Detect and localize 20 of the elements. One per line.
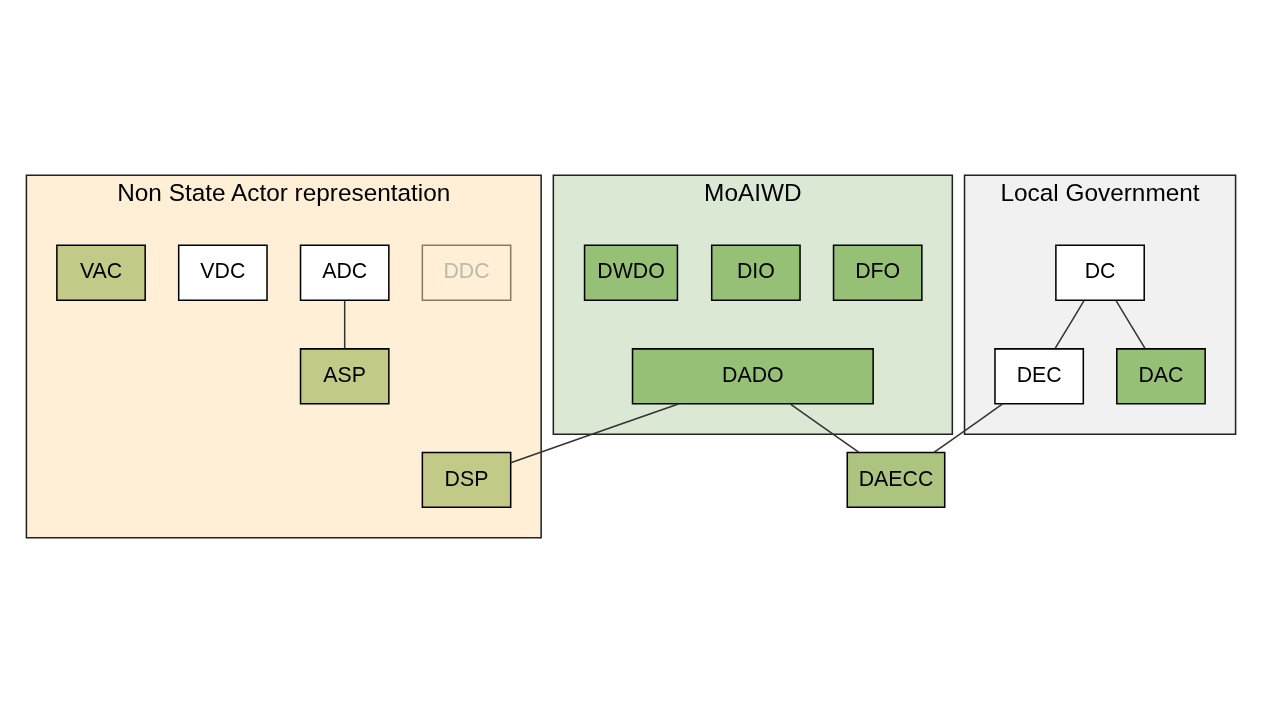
connector — [933, 403, 1004, 453]
node-box: DAC — [1116, 348, 1206, 405]
node-box: DFO — [832, 244, 923, 301]
node-box: DAECC — [846, 451, 946, 509]
node-box: VAC — [56, 244, 146, 301]
node-box: VDC — [177, 244, 268, 301]
node-box: ADC — [299, 244, 390, 301]
connector — [1054, 299, 1085, 349]
node-box: DADO — [631, 348, 874, 405]
node-box: DC — [1055, 244, 1145, 301]
connector — [1115, 299, 1146, 349]
connector — [343, 299, 346, 349]
node-box: ASP — [299, 348, 390, 405]
node-box: DWDO — [583, 244, 679, 301]
node-box: DSP — [421, 451, 512, 509]
node-box: DDC — [421, 244, 512, 301]
connector — [510, 403, 680, 464]
node-box: DEC — [994, 348, 1085, 405]
connector — [789, 403, 860, 453]
node-box: DIO — [710, 244, 801, 301]
